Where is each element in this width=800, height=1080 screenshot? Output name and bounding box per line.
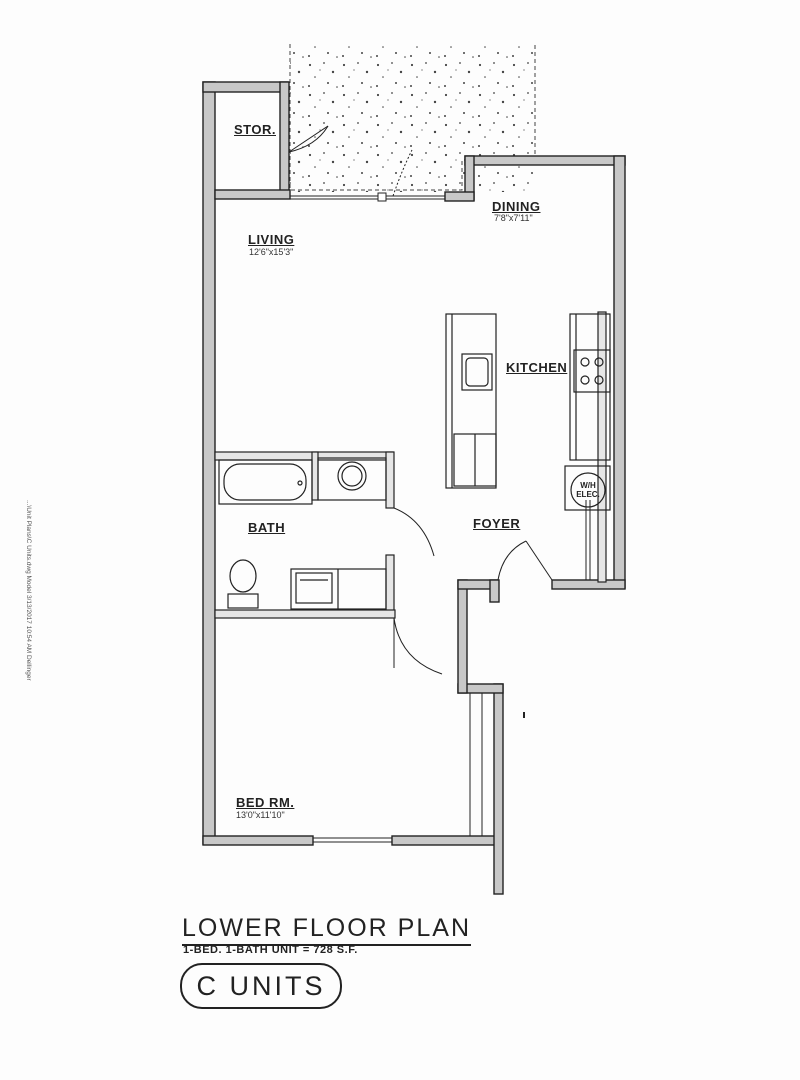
water-heater-closet — [564, 465, 611, 511]
bedroom-window — [313, 837, 392, 843]
bathtub — [218, 459, 313, 505]
entry-door — [497, 540, 553, 581]
toilet — [227, 559, 259, 609]
plan-title: LOWER FLOOR PLAN — [182, 914, 471, 946]
storage-door — [288, 125, 329, 153]
file-path-note: ...\Unit Plans\C Units.dwg Model 3/13/20… — [25, 500, 32, 681]
room-dim-bedroom: 13'0"x11'10" — [236, 810, 285, 820]
room-dim-dining: 7'8"x7'11" — [494, 213, 533, 223]
water-heater-label: W/H ELEC. — [576, 481, 600, 499]
interior-walls — [214, 311, 607, 619]
patio-slider — [290, 149, 445, 202]
kitchen-counter-left — [445, 313, 497, 489]
patio — [289, 44, 536, 192]
unit-type-badge: C UNITS — [180, 963, 342, 1009]
bath-door — [393, 507, 435, 557]
room-label-bath: BATH — [248, 520, 286, 535]
room-label-kitchen: KITCHEN — [506, 360, 568, 375]
foyer-closet — [585, 500, 591, 580]
room-label-foyer: FOYER — [473, 516, 521, 531]
kitchen-counter-right — [569, 313, 611, 461]
unit-type-label: C UNITS — [196, 970, 326, 1001]
room-label-storage: STOR. — [234, 122, 276, 137]
plan-subtitle: 1-BED. 1-BATH UNIT = 728 S.F. — [183, 944, 358, 956]
bedroom-closet — [469, 693, 483, 836]
vanity — [290, 568, 387, 610]
room-label-living: LIVING — [248, 232, 295, 247]
room-label-dining: DINING — [492, 199, 541, 214]
room-dim-living: 12'6"x15'3" — [249, 247, 294, 257]
room-label-bedroom: BED RM. — [236, 795, 295, 810]
exterior-walls — [202, 81, 626, 895]
laundry-fixture — [317, 457, 387, 501]
bedroom-door — [393, 617, 443, 675]
